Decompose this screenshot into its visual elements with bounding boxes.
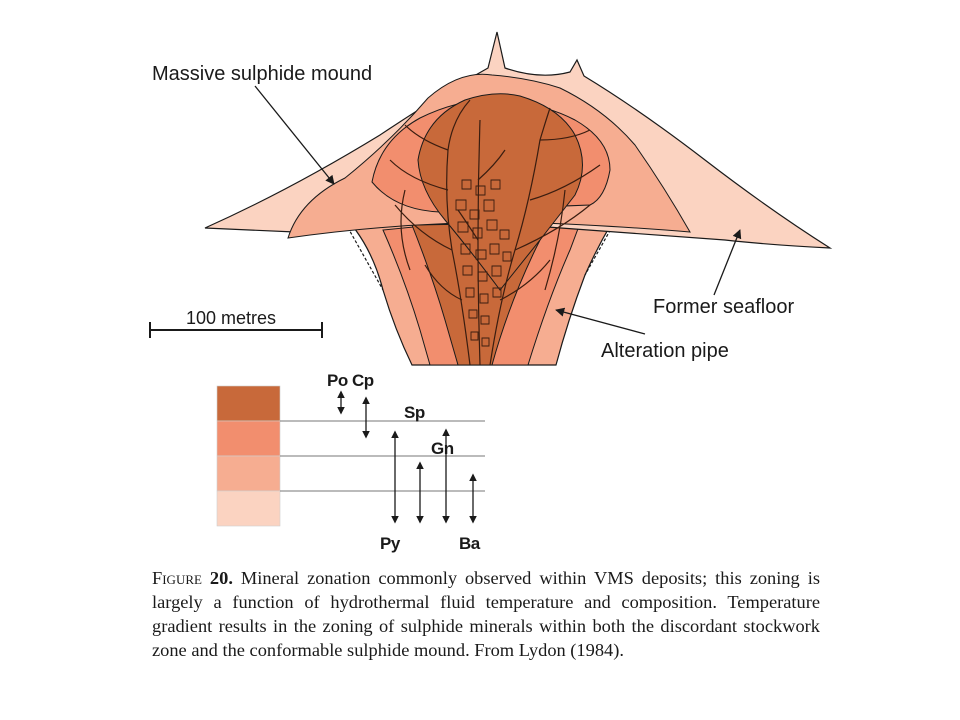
legend-label-py: Py bbox=[380, 534, 401, 553]
stockwork-zone bbox=[389, 99, 601, 366]
vms-zonation-diagram: 100 metres Massive sulphide mound Former… bbox=[149, 31, 833, 553]
scale-bar-label: 100 metres bbox=[186, 308, 276, 328]
legend-swatch bbox=[216, 455, 281, 492]
legend-label-sp: Sp bbox=[404, 403, 425, 422]
figure-caption: Figure 20. Mineral zonation commonly obs… bbox=[152, 566, 820, 662]
legend-swatch bbox=[216, 420, 281, 457]
legend-zone-dividers bbox=[280, 420, 485, 492]
massive-sulphide-mound bbox=[204, 31, 833, 291]
figure-caption-number: 20. bbox=[209, 568, 233, 588]
label-alteration-pipe: Alteration pipe bbox=[601, 340, 729, 362]
legend-label-cp: Cp bbox=[352, 371, 374, 390]
callout-leaders bbox=[254, 85, 742, 335]
legend-label-po: Po bbox=[327, 371, 348, 390]
label-massive-sulphide-mound: Massive sulphide mound bbox=[152, 63, 372, 85]
legend-label-ba: Ba bbox=[459, 534, 481, 553]
legend-label-gn: Gn bbox=[431, 439, 454, 458]
figure-caption-label: Figure bbox=[152, 568, 202, 588]
figure-caption-text: Mineral zonation commonly observed withi… bbox=[152, 568, 820, 660]
legend-swatch bbox=[216, 490, 281, 527]
legend-color-swatches bbox=[216, 385, 281, 527]
scale-bar bbox=[149, 322, 323, 338]
label-former-seafloor: Former seafloor bbox=[653, 296, 794, 318]
legend-swatch bbox=[216, 385, 281, 422]
